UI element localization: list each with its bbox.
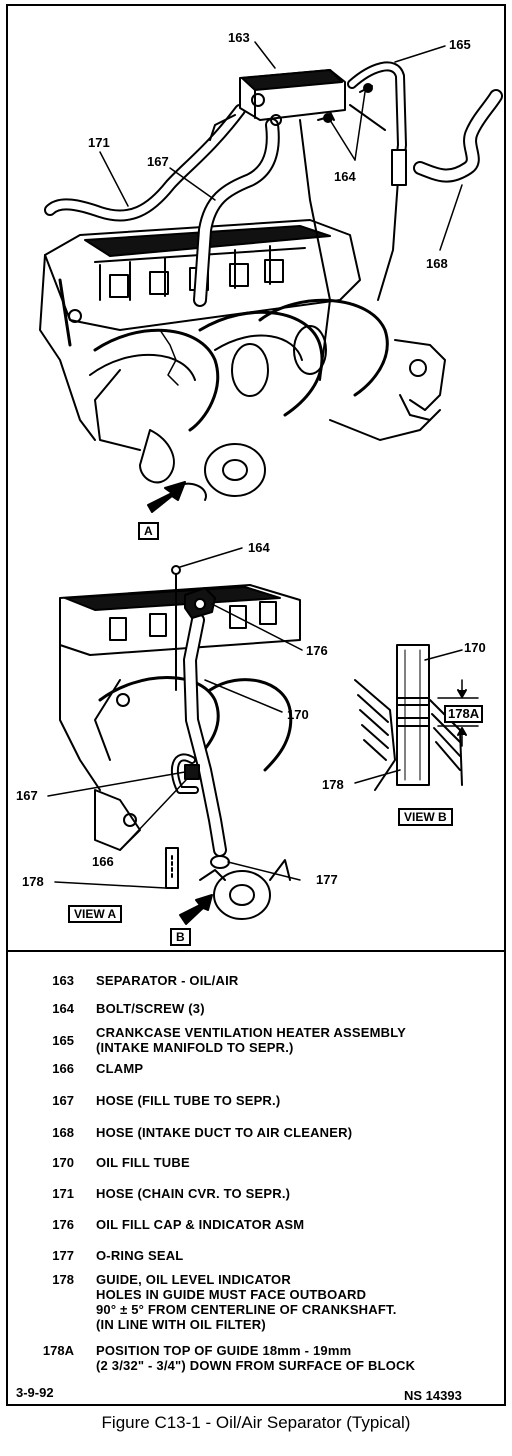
legend-line: 90° ± 5° FROM CENTERLINE OF CRANKSHAFT. bbox=[96, 1302, 397, 1317]
legend-number: 171 bbox=[52, 1186, 74, 1201]
legend-line: HOSE (CHAIN CVR. TO SEPR.) bbox=[96, 1186, 291, 1201]
view-ref-b: B bbox=[170, 928, 191, 946]
legend-line: OIL FILL TUBE bbox=[96, 1155, 190, 1170]
callout-168: 168 bbox=[426, 256, 448, 271]
callout-167-top: 167 bbox=[147, 154, 169, 169]
view-ref-a: A bbox=[138, 522, 159, 540]
legend-line: OIL FILL CAP & INDICATOR ASM bbox=[96, 1217, 305, 1232]
legend-number: 165 bbox=[52, 1033, 74, 1048]
legend-text: OIL FILL CAP & INDICATOR ASM bbox=[96, 1217, 496, 1232]
legend-line: GUIDE, OIL LEVEL INDICATOR bbox=[96, 1272, 291, 1287]
legend-line: (INTAKE MANIFOLD TO SEPR.) bbox=[96, 1040, 294, 1055]
figure-caption: Figure C13-1 - Oil/Air Separator (Typica… bbox=[101, 1413, 411, 1432]
legend-text: O-RING SEAL bbox=[96, 1248, 496, 1263]
callout-171: 171 bbox=[88, 135, 110, 150]
callout-165: 165 bbox=[449, 37, 471, 52]
legend-number: 177 bbox=[52, 1248, 74, 1263]
legend-line: O-RING SEAL bbox=[96, 1248, 184, 1263]
legend-line: CLAMP bbox=[96, 1061, 144, 1076]
legend-text: BOLT/SCREW (3) bbox=[96, 1001, 496, 1016]
callout-176: 176 bbox=[306, 643, 328, 658]
view-a-label: VIEW A bbox=[68, 905, 123, 923]
callout-166: 166 bbox=[92, 854, 114, 869]
figure-frame bbox=[6, 4, 506, 1406]
legend-text: OIL FILL TUBE bbox=[96, 1155, 496, 1170]
legend-number: 178 bbox=[52, 1272, 74, 1287]
footer-reference-number: NS 14393 bbox=[404, 1388, 462, 1403]
legend-number: 178A bbox=[42, 1343, 74, 1358]
callout-170-mid: 170 bbox=[287, 707, 309, 722]
legend-text: SEPARATOR - OIL/AIR bbox=[96, 973, 496, 988]
view-b-label: VIEW B bbox=[398, 808, 453, 826]
callout-170-view-b: 170 bbox=[464, 640, 486, 655]
legend-number: 166 bbox=[52, 1061, 74, 1076]
legend-number: 167 bbox=[52, 1093, 74, 1108]
legend-text: HOSE (CHAIN CVR. TO SEPR.) bbox=[96, 1186, 496, 1201]
callout-167-low: 167 bbox=[16, 788, 38, 803]
callout-178a: 178A bbox=[444, 705, 484, 723]
legend-text: CRANKCASE VENTILATION HEATER ASSEMBLY (I… bbox=[96, 1025, 496, 1055]
callout-178-low: 178 bbox=[22, 874, 44, 889]
legend-line: BOLT/SCREW (3) bbox=[96, 1001, 205, 1016]
legend-text: CLAMP bbox=[96, 1061, 496, 1076]
legend-text: HOSE (INTAKE DUCT TO AIR CLEANER) bbox=[96, 1125, 496, 1140]
legend-line: CRANKCASE VENTILATION HEATER ASSEMBLY bbox=[96, 1025, 407, 1040]
callout-178-view-b: 178 bbox=[322, 777, 344, 792]
legend-line: HOSE (FILL TUBE TO SEPR.) bbox=[96, 1093, 281, 1108]
lower-engine-drawing bbox=[47, 547, 303, 925]
legend-text: POSITION TOP OF GUIDE 18mm - 19mm (2 3/3… bbox=[96, 1343, 496, 1373]
legend-line: POSITION TOP OF GUIDE 18mm - 19mm bbox=[96, 1343, 352, 1358]
legend-line: (2 3/32" - 3/4") DOWN FROM SURFACE OF BL… bbox=[96, 1358, 416, 1373]
callout-163: 163 bbox=[228, 30, 250, 45]
legend-line: HOSE (INTAKE DUCT TO AIR CLEANER) bbox=[96, 1125, 353, 1140]
callout-164-top: 164 bbox=[334, 169, 356, 184]
legend-line: SEPARATOR - OIL/AIR bbox=[96, 973, 239, 988]
callout-177: 177 bbox=[316, 872, 338, 887]
legend-line: HOLES IN GUIDE MUST FACE OUTBOARD bbox=[96, 1287, 367, 1302]
view-b-drawing bbox=[354, 644, 479, 791]
legend-number: 170 bbox=[52, 1155, 74, 1170]
engine-illustration bbox=[39, 41, 503, 925]
top-engine-drawing bbox=[39, 41, 503, 513]
legend-number: 163 bbox=[52, 973, 74, 988]
legend-line: (IN LINE WITH OIL FILTER) bbox=[96, 1317, 266, 1332]
legend-number: 168 bbox=[52, 1125, 74, 1140]
callout-164-mid: 164 bbox=[248, 540, 270, 555]
legend-text: HOSE (FILL TUBE TO SEPR.) bbox=[96, 1093, 496, 1108]
legend-number: 176 bbox=[52, 1217, 74, 1232]
legend-number: 164 bbox=[52, 1001, 74, 1016]
footer-date: 3-9-92 bbox=[16, 1385, 54, 1400]
legend-divider bbox=[6, 950, 506, 952]
legend-text: GUIDE, OIL LEVEL INDICATOR HOLES IN GUID… bbox=[96, 1272, 496, 1332]
